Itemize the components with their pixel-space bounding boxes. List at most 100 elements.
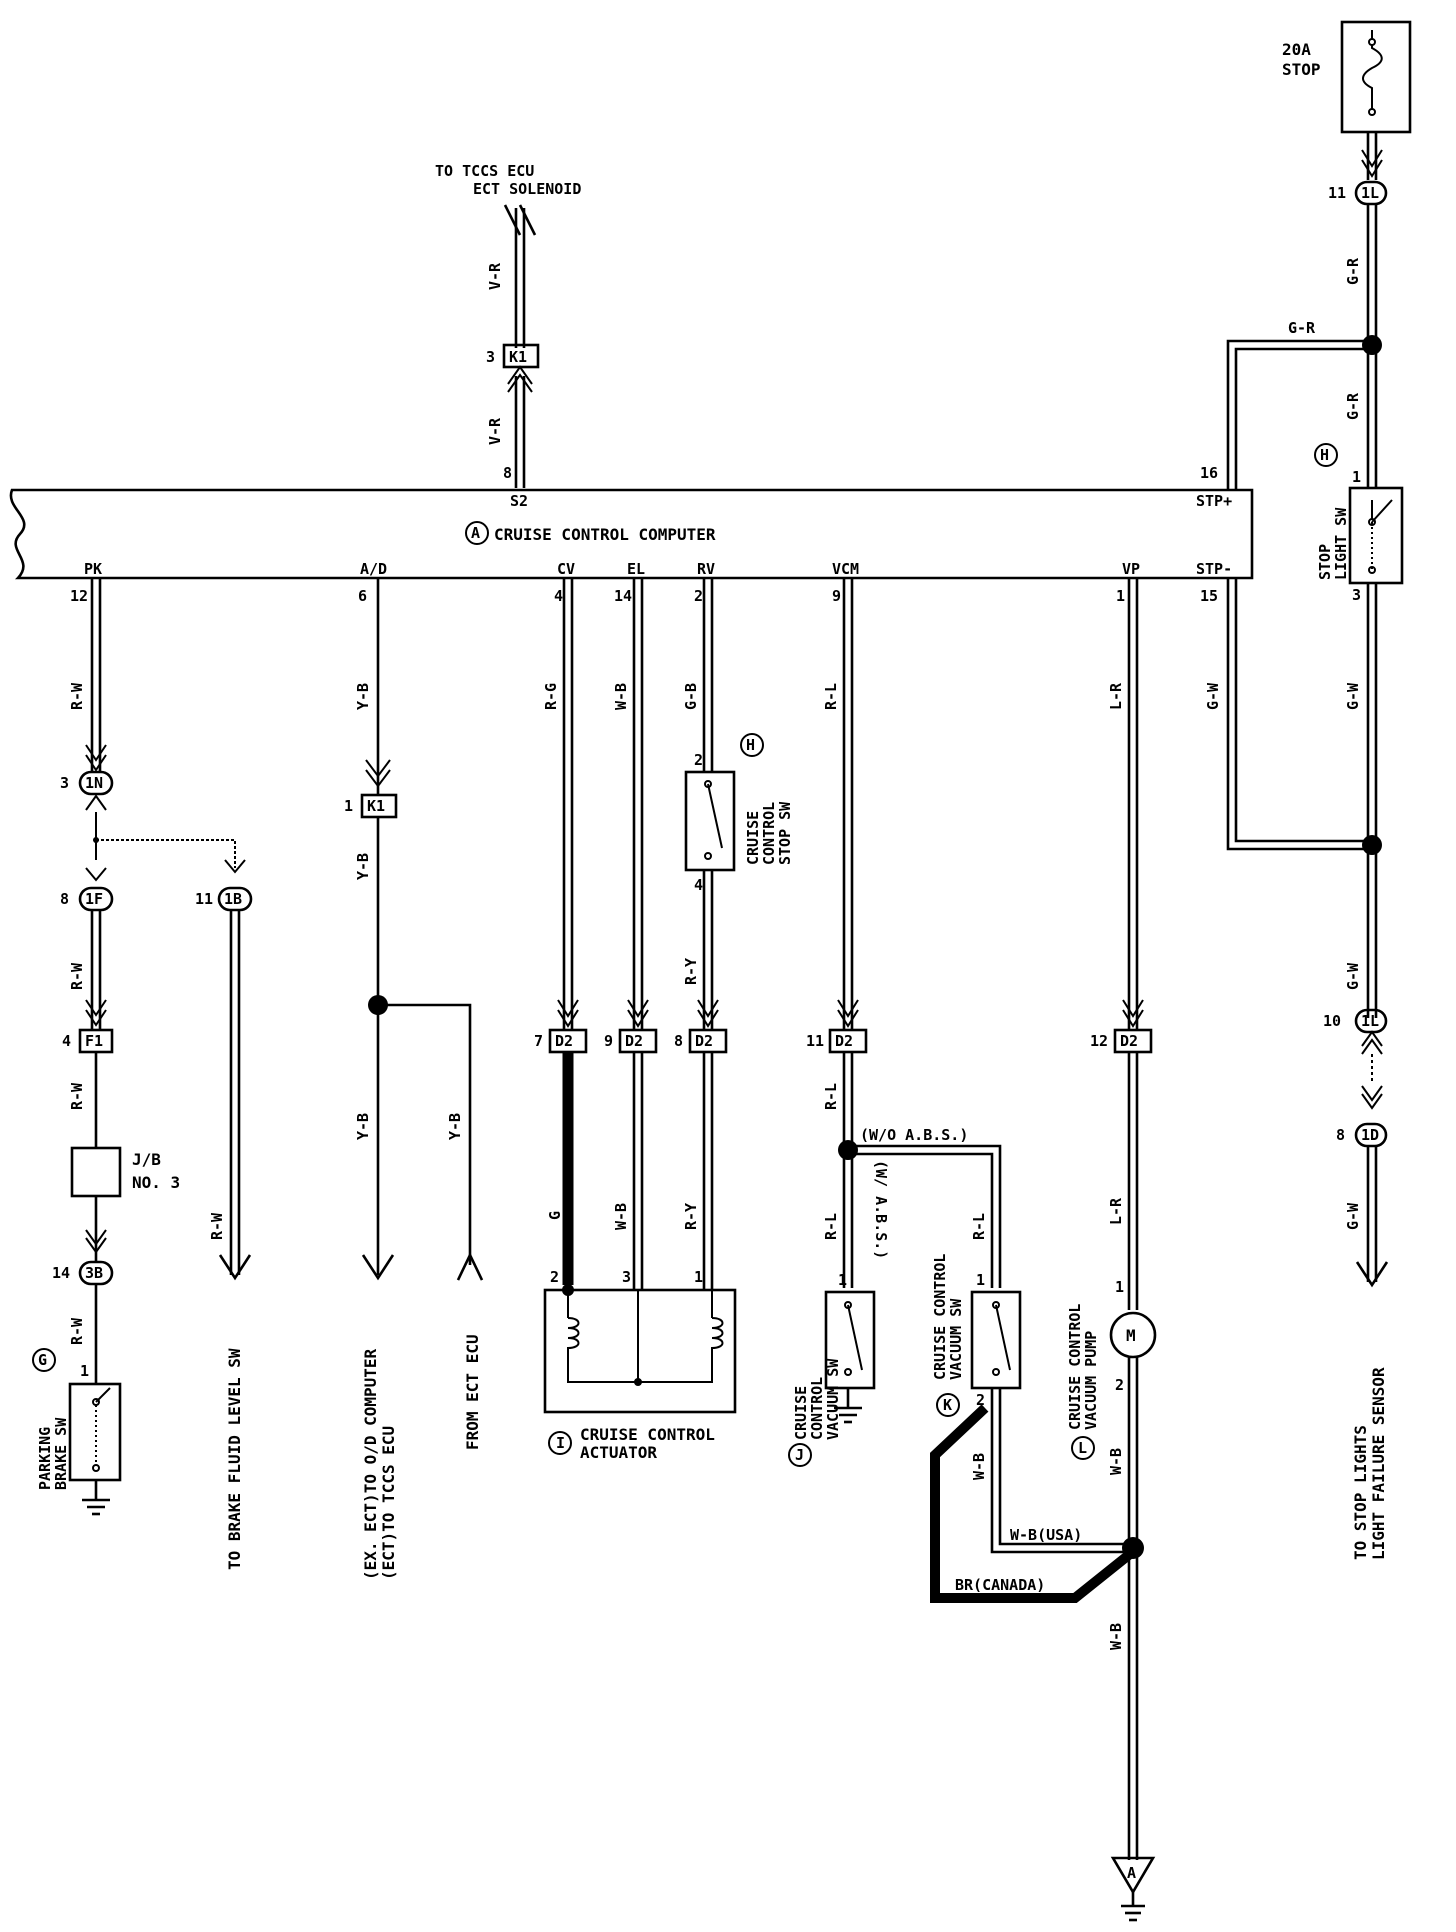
vac-k-l2: VACUUM SW xyxy=(947,1298,965,1380)
vac-k-letter: K xyxy=(943,1396,952,1414)
pin-14-el: 14 xyxy=(614,587,632,605)
pin-9-d2: 9 xyxy=(604,1032,613,1050)
wire-yb-4: Y-B xyxy=(446,1113,464,1140)
term-rv: RV xyxy=(697,560,715,578)
pin-3-1n: 3 xyxy=(60,774,69,792)
pin-11-1l: 11 xyxy=(1328,184,1346,202)
pin-8-d2: 8 xyxy=(674,1032,683,1050)
pin-2-pump: 2 xyxy=(1115,1376,1124,1394)
term-el: EL xyxy=(627,560,645,578)
wire-wb-gnd: W-B xyxy=(1107,1623,1125,1650)
pin-2-act: 2 xyxy=(550,1268,559,1286)
pin-10-1l: 10 xyxy=(1323,1012,1341,1030)
conn-1l-top: 1L xyxy=(1361,184,1379,202)
actuator-circuits: 4 R-G 14 W-B 2 G-B 2 4 H CRUISE CONTROL … xyxy=(534,578,794,1462)
dest-stop-lights-1: TO STOP LIGHTS xyxy=(1351,1425,1370,1560)
conn-1n: 1N xyxy=(85,774,103,792)
pin-16: 16 xyxy=(1200,464,1218,482)
wire-gw-1: G-W xyxy=(1344,682,1362,710)
wire-rg: R-G xyxy=(542,683,560,710)
conn-3b: 3B xyxy=(85,1264,103,1282)
cc-stop-sw-letter: H xyxy=(746,736,755,754)
pin-3-stopsw: 3 xyxy=(1352,586,1361,604)
note-br-canada: BR(CANADA) xyxy=(955,1576,1045,1594)
note-w-abs: (W/ A.B.S.) xyxy=(872,1160,890,1259)
pin-3-act: 3 xyxy=(622,1268,631,1286)
pin-1-stopsw: 1 xyxy=(1352,468,1361,486)
wire-wb-el: W-B xyxy=(612,683,630,710)
wire-yb-1: Y-B xyxy=(354,683,372,710)
pin-1-vp: 1 xyxy=(1116,587,1125,605)
wire-rw-bf: R-W xyxy=(208,1212,226,1240)
pk-circuit: 12 R-W 1N 3 1F 8 1B 11 R-W TO BRAKE FLUI… xyxy=(32,578,253,1570)
pin-1-pump: 1 xyxy=(1115,1278,1124,1296)
conn-1l-bottom: 1L xyxy=(1361,1012,1379,1030)
vac-j-l1: CRUISE xyxy=(792,1386,810,1440)
ad-circuit: 6 Y-B K1 1 Y-B Y-B Y-B (EX. ECT)TO O/D C… xyxy=(344,578,484,1580)
vcm-circuit: 9 R-L D2 11 R-L (W/O A.B.S.) (W/ A.B.S.)… xyxy=(788,578,1139,1603)
conn-1f: 1F xyxy=(85,890,103,908)
wire-rw-1: R-W xyxy=(68,682,86,710)
note-wo-abs: (W/O A.B.S.) xyxy=(860,1126,968,1144)
fuse-name: STOP xyxy=(1282,60,1321,79)
conn-k1-top: K1 xyxy=(509,348,527,366)
pin-6-ad: 6 xyxy=(358,587,367,605)
wire-rl-1: R-L xyxy=(822,683,840,710)
pin-1-k1: 1 xyxy=(344,797,353,815)
wire-wb-el2: W-B xyxy=(612,1203,630,1230)
wire-rl-4: R-L xyxy=(970,1213,988,1240)
jb-l2: NO. 3 xyxy=(132,1173,180,1192)
conn-d2-vcm: D2 xyxy=(835,1032,853,1050)
cc-stop-sw-l2: CONTROL xyxy=(760,802,778,865)
computer-name: CRUISE CONTROL COMPUTER xyxy=(494,525,716,544)
fuse-stop: 20A STOP xyxy=(1282,20,1412,134)
pin-2-rv: 2 xyxy=(694,587,703,605)
pin-1-vack: 1 xyxy=(976,1271,985,1289)
pump-l1: CRUISE CONTROL xyxy=(1066,1304,1084,1430)
fuse-rating: 20A xyxy=(1282,40,1311,59)
wire-rw-4: R-W xyxy=(68,1317,86,1345)
term-s2: S2 xyxy=(510,492,528,510)
wire-gr-3: G-R xyxy=(1344,392,1362,420)
wire-gw-4: G-W xyxy=(1344,1202,1362,1230)
wire-wb-pump: W-B xyxy=(1107,1448,1125,1475)
stop-light-circuit: 1L 11 G-R G-R G-R 1 3 H STOP LIGHT SW G-… xyxy=(1204,132,1404,1560)
vac-k-l1: CRUISE CONTROL xyxy=(931,1254,949,1380)
wire-gw-2: G-W xyxy=(1204,682,1222,710)
conn-d2-cv: D2 xyxy=(555,1032,573,1050)
pin-8-s2: 8 xyxy=(503,464,512,482)
term-cv: CV xyxy=(557,560,575,578)
note-wb-usa: W-B(USA) xyxy=(1010,1526,1082,1544)
jb-l1: J/B xyxy=(132,1150,161,1169)
vac-j-letter: J xyxy=(795,1446,804,1464)
wire-lr-2: L-R xyxy=(1107,1197,1125,1225)
wire-yb-2: Y-B xyxy=(354,853,372,880)
vac-j-l2: CONTROL xyxy=(808,1377,826,1440)
stop-light-sw-letter: H xyxy=(1320,446,1329,464)
pin-11-1b: 11 xyxy=(195,890,213,908)
term-stp-minus: STP- xyxy=(1196,560,1232,578)
pin-1-vacj: 1 xyxy=(838,1271,847,1289)
term-ad: A/D xyxy=(360,560,387,578)
pin-15: 15 xyxy=(1200,587,1218,605)
wire-yb-3: Y-B xyxy=(354,1113,372,1140)
ground-a: A xyxy=(1127,1864,1136,1882)
term-vp: VP xyxy=(1122,560,1140,578)
conn-d2-vp: D2 xyxy=(1120,1032,1138,1050)
pin-14-3b: 14 xyxy=(52,1264,70,1282)
actuator-letter: I xyxy=(556,1434,565,1452)
wire-gr-2: G-R xyxy=(1288,319,1316,337)
wire-rl-3: R-L xyxy=(822,1213,840,1240)
dest-brake-fluid: TO BRAKE FLUID LEVEL SW xyxy=(225,1348,244,1570)
top-dest-line1: TO TCCS ECU xyxy=(435,162,534,180)
dest-from-ect: FROM ECT ECU xyxy=(463,1334,482,1450)
top-dest-line2: ECT SOLENOID xyxy=(473,180,581,198)
pump-letter: L xyxy=(1078,1439,1087,1457)
parking-sw-letter: G xyxy=(38,1351,47,1369)
pin-4-f1: 4 xyxy=(62,1032,71,1050)
parking-sw-l1: PARKING xyxy=(36,1427,54,1490)
cc-stop-sw-l3: STOP SW xyxy=(776,801,794,865)
cc-stop-sw-l1: CRUISE xyxy=(744,811,762,865)
conn-d2-rv: D2 xyxy=(695,1032,713,1050)
